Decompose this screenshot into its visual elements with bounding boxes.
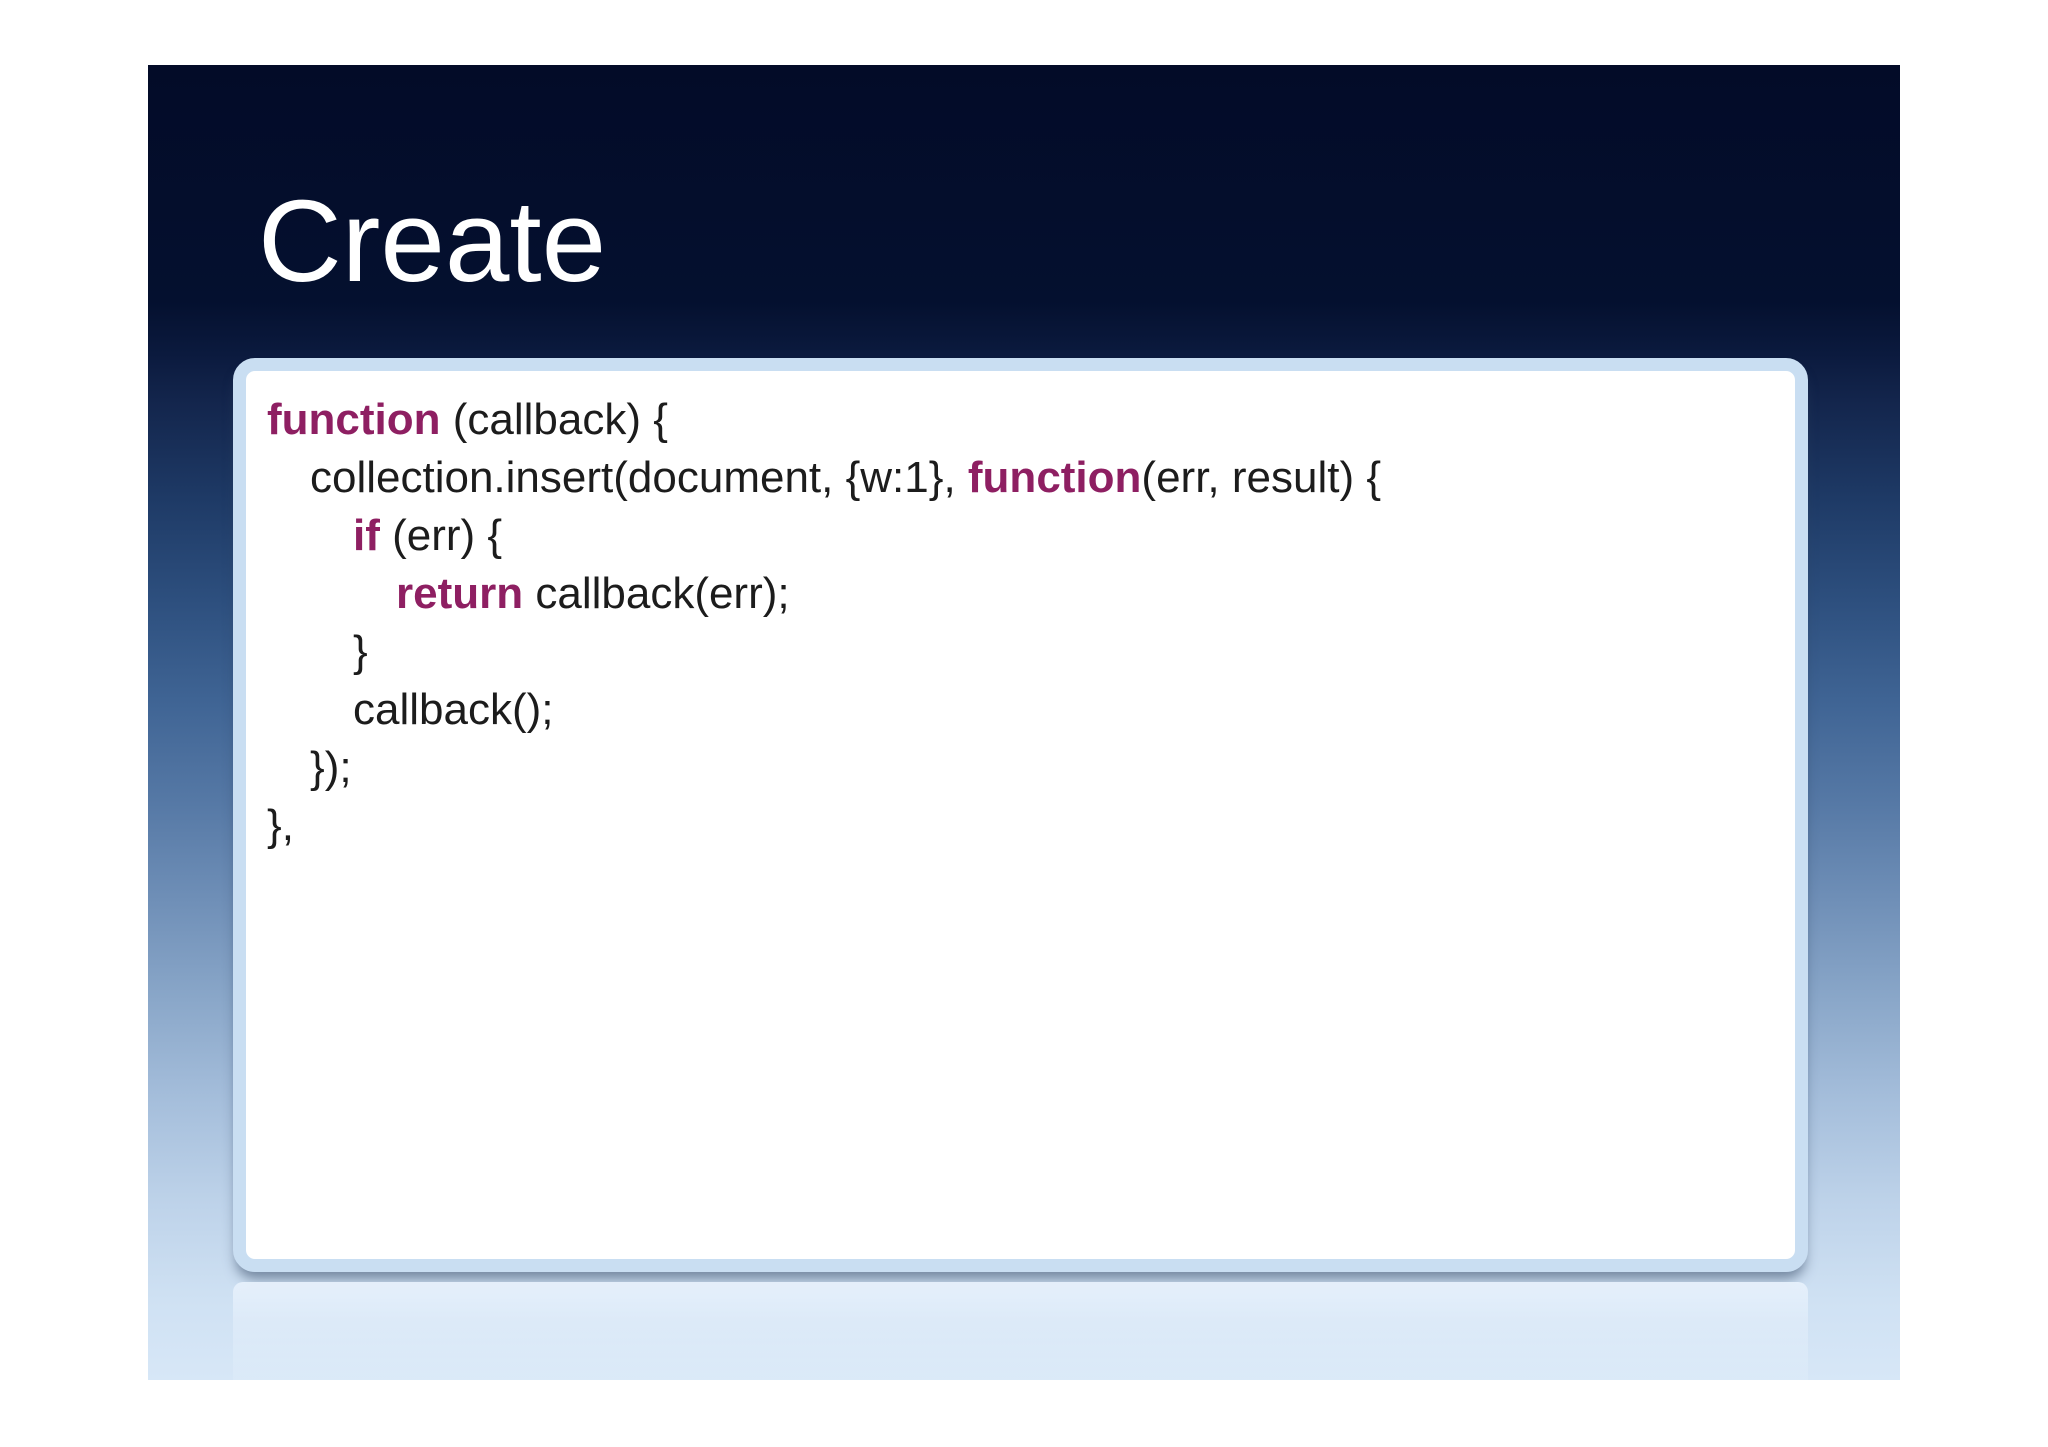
code-line: }); — [267, 739, 1771, 797]
code-line: if (err) { — [267, 507, 1771, 565]
code-text: } — [353, 627, 368, 676]
code-keyword: return — [396, 569, 524, 618]
code-text: callback(err); — [523, 569, 790, 618]
code-line: collection.insert(document, {w:1}, funct… — [267, 449, 1771, 507]
code-panel-reflection — [233, 1282, 1808, 1380]
code-text: }); — [310, 743, 352, 792]
code-keyword: function — [267, 395, 441, 444]
code-text: collection.insert(document, {w:1}, — [310, 453, 968, 502]
slide-title: Create — [258, 176, 607, 306]
code-text: }, — [267, 801, 294, 850]
code-line: callback(); — [267, 681, 1771, 739]
code-line: } — [267, 623, 1771, 681]
slide: Create function (callback) {collection.i… — [148, 65, 1900, 1380]
code-text: (err, result) { — [1141, 453, 1382, 502]
code-keyword: function — [967, 453, 1142, 502]
code-line: }, — [267, 797, 1771, 855]
code-panel: function (callback) {collection.insert(d… — [233, 358, 1808, 1272]
code-text: (err) { — [379, 511, 503, 560]
code-keyword: if — [353, 511, 380, 560]
code-block: function (callback) {collection.insert(d… — [246, 371, 1795, 855]
code-line: function (callback) { — [267, 391, 1771, 449]
code-text: callback(); — [353, 685, 554, 734]
code-line: return callback(err); — [267, 565, 1771, 623]
code-text: (callback) { — [440, 395, 668, 444]
